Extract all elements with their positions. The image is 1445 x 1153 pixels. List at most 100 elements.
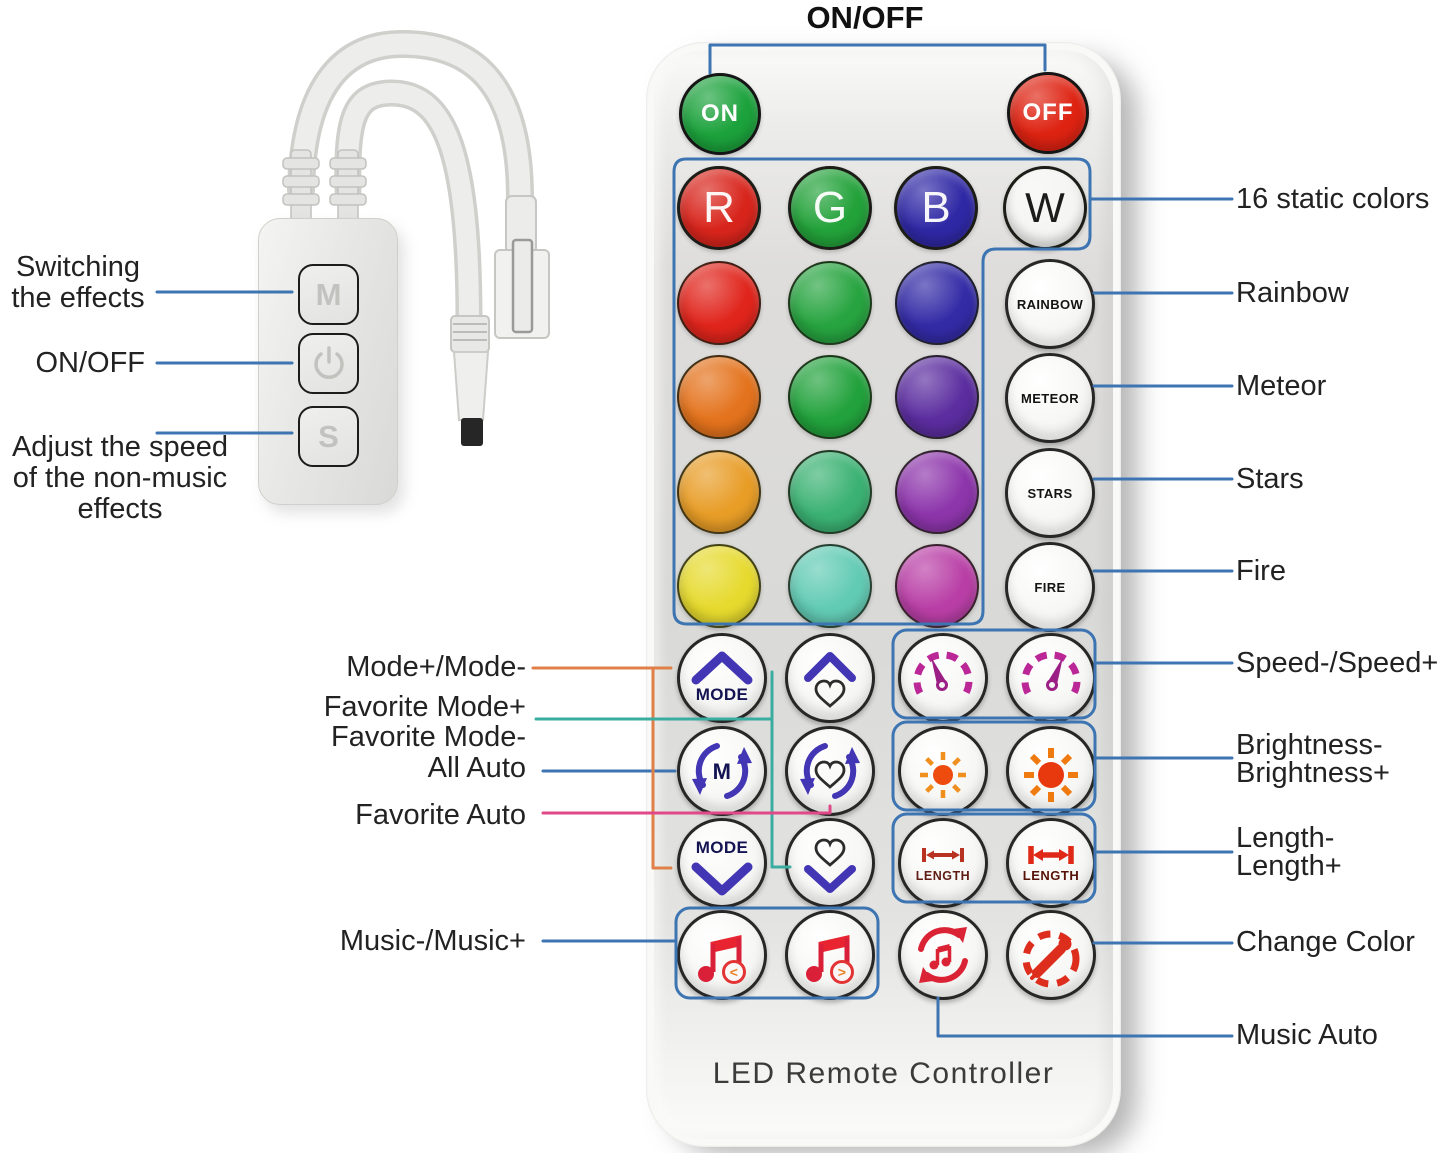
music-minus-button[interactable]: < [677,910,767,1000]
change-color-button[interactable] [1006,910,1096,1000]
svg-text:MODE: MODE [696,685,749,704]
stars-button[interactable]: STARS [1005,448,1095,538]
power-button[interactable] [298,333,359,394]
music-note-next-icon: > [806,935,854,984]
svg-text:LENGTH: LENGTH [1023,868,1079,883]
power-icon [313,345,344,379]
color-button-r4c3[interactable] [895,544,979,628]
color-button-r1c1[interactable] [677,261,761,345]
label-brightness-plus: Brightness+ [1236,757,1390,789]
off-button[interactable]: OFF [1007,72,1089,154]
favorite-mode-minus-button[interactable] [785,818,875,908]
green-button-label: G [812,183,848,232]
label-16-static-colors: 16 static colors [1236,183,1430,215]
mode-plus-button[interactable]: MODE [677,633,767,723]
color-button-r3c3[interactable] [895,450,979,534]
label-switching-effects: Switching the effects [11,251,145,314]
label-favorite-mode-plus: Favorite Mode+ [323,691,526,723]
mode-switch-button[interactable]: M [298,264,359,325]
music-auto-button[interactable] [898,910,988,1000]
sun-large-icon [1024,748,1078,802]
length-plus-button[interactable]: LENGTH [1006,818,1096,908]
meteor-button-label: METEOR [1020,390,1079,406]
speed-button[interactable]: S [298,406,359,467]
color-button-r4c2[interactable] [788,544,872,628]
chevron-up-icon: MODE [691,651,753,704]
music-note-prev-icon: < [698,935,746,984]
label-length-plus: Length+ [1236,850,1342,882]
all-auto-button[interactable]: M [677,726,767,816]
mode-minus-button[interactable]: MODE [677,818,767,908]
label-fire: Fire [1236,555,1286,587]
brightness-plus-button[interactable] [1006,726,1096,816]
stars-button-label: STARS [1027,485,1073,501]
length-small-icon: LENGTH [916,848,970,883]
length-minus-button[interactable]: LENGTH [898,818,988,908]
blue-button[interactable]: B [894,166,978,250]
speed-minus-button[interactable] [898,633,988,723]
favorite-auto-button[interactable] [785,726,875,816]
cable-outer [290,33,531,209]
length-large-icon: LENGTH [1023,846,1079,883]
color-button-r4c1[interactable] [677,544,761,628]
svg-text:<: < [730,964,739,980]
fire-button[interactable]: FIRE [1005,542,1095,632]
on-button[interactable]: ON [679,73,761,155]
label-change-color: Change Color [1236,926,1415,958]
music-auto-icon [918,927,968,983]
heart-chevron-down-icon [804,838,856,893]
rainbow-button-label: RAINBOW [1016,296,1084,312]
color-button-r2c2[interactable] [788,355,872,439]
speedometer-minus-icon [913,651,973,695]
white-button[interactable]: W [1003,166,1087,250]
label-brightness-minus: Brightness- [1236,729,1383,761]
label-favorite-mode-minus: Favorite Mode- [330,721,526,753]
label-length-minus: Length- [1236,822,1335,854]
jst-connector [450,315,490,446]
mini-controller-box: M S [258,218,398,505]
red-button[interactable]: R [677,166,761,250]
speedometer-plus-icon [1021,651,1081,695]
cable-outer-outline [287,29,534,212]
music-plus-button[interactable]: > [785,910,875,1000]
brightness-minus-button[interactable] [898,726,988,816]
heart-chevron-up-icon [804,652,856,708]
mode-switch-label: M [315,276,342,312]
auto-cycle-m-icon: M [692,743,752,799]
auto-cycle-heart-icon [800,743,860,799]
color-button-r3c1[interactable] [677,450,761,534]
on-button-label: ON [701,100,739,127]
sun-small-icon [920,752,966,798]
label-mode-plus-minus: Mode+/Mode- [346,651,526,683]
jst-black-tip [461,418,483,446]
label-rainbow: Rainbow [1236,277,1349,309]
blue-button-label: B [921,183,951,232]
label-adjust-speed: Adjust the speed of the non-music effect… [11,431,229,525]
color-picker-icon [1022,930,1080,988]
color-button-r2c1[interactable] [677,355,761,439]
green-button[interactable]: G [788,166,872,250]
red-button-label: R [703,183,735,232]
white-button-label: W [1025,184,1065,231]
label-device-onoff: ON/OFF [35,347,145,379]
label-speed: Speed-/Speed+ [1236,647,1439,679]
label-favorite-auto: Favorite Auto [355,799,526,831]
label-music-auto: Music Auto [1236,1019,1378,1051]
svg-text:>: > [838,964,847,980]
color-button-r2c3[interactable] [895,355,979,439]
favorite-mode-plus-button[interactable] [785,633,875,723]
label-meteor: Meteor [1236,370,1327,402]
label-all-auto: All Auto [427,752,526,784]
svg-text:LENGTH: LENGTH [916,869,970,883]
fire-button-label: FIRE [1034,579,1066,595]
chevron-down-icon: MODE [691,838,753,896]
color-button-r3c2[interactable] [788,450,872,534]
speed-plus-button[interactable] [1006,633,1096,723]
meteor-button[interactable]: METEOR [1005,353,1095,443]
rainbow-button[interactable]: RAINBOW [1005,259,1095,349]
strip-connector [494,195,550,339]
label-music-minus-plus: Music-/Music+ [339,925,526,957]
color-button-r1c2[interactable] [788,261,872,345]
color-button-r1c3[interactable] [895,261,979,345]
